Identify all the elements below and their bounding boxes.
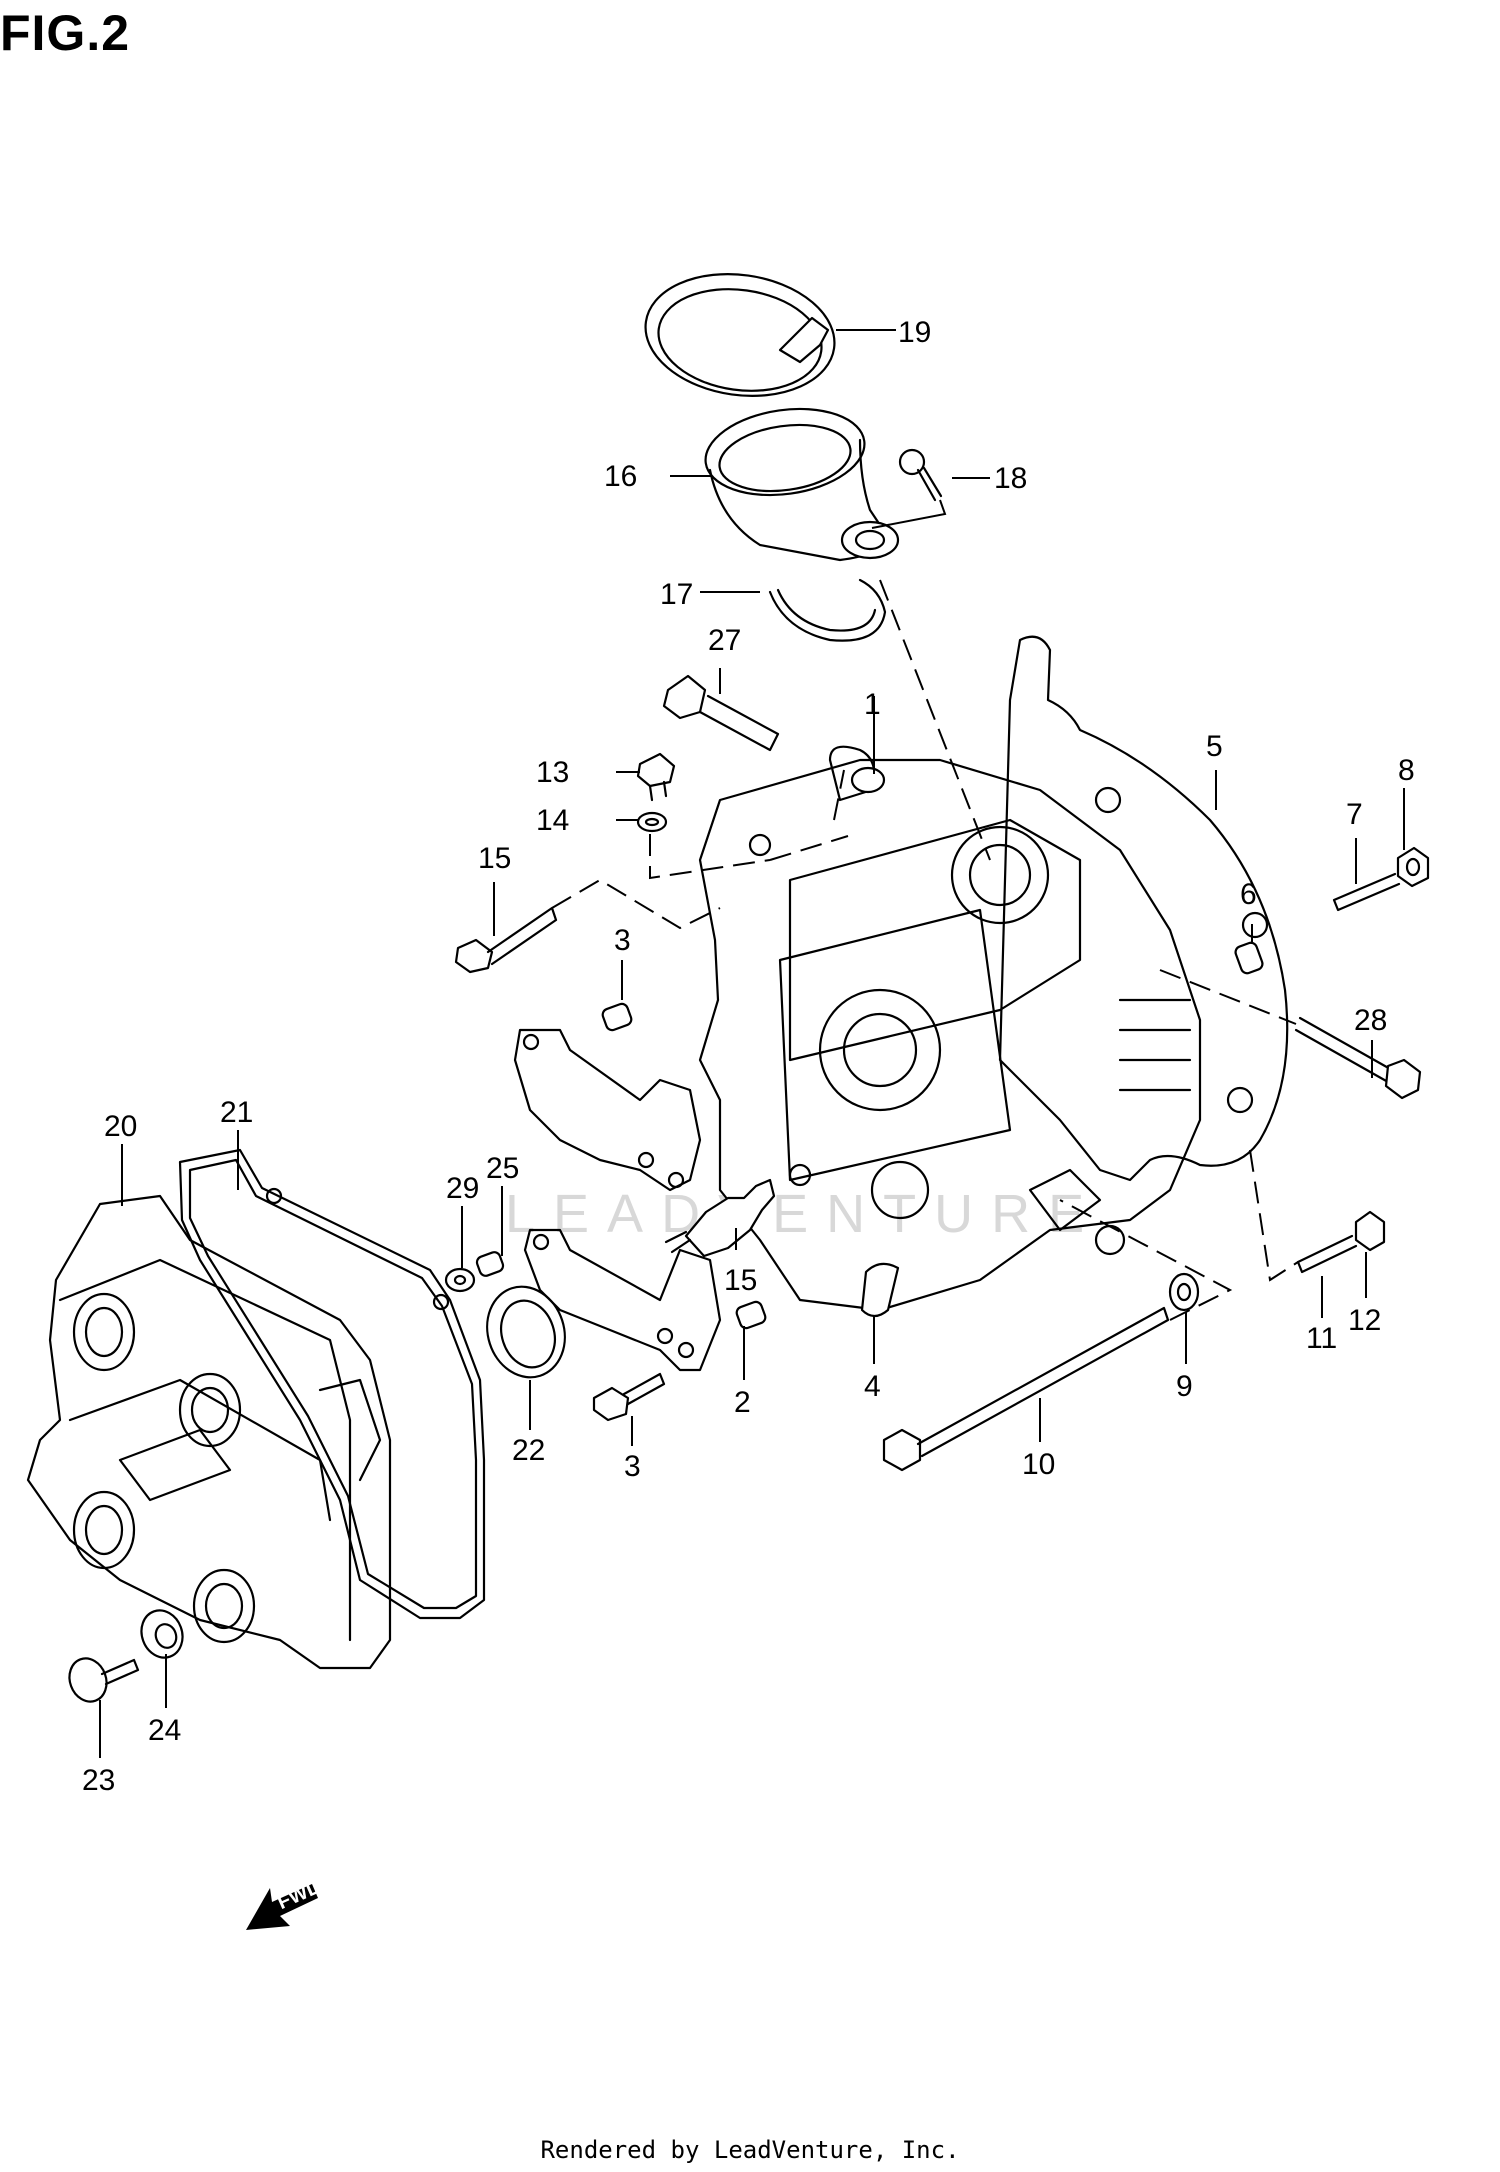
part-bolt-24[interactable]	[64, 1653, 140, 1707]
part-seal-washer-25[interactable]	[135, 1605, 189, 1664]
part-washer-9[interactable]	[1168, 1272, 1200, 1312]
callout-5: 5	[1206, 730, 1223, 763]
part-dowel-3a[interactable]	[601, 1002, 633, 1032]
callout-28: 28	[1354, 1004, 1387, 1037]
callout-27: 27	[708, 624, 741, 657]
callout-9: 9	[1176, 1370, 1193, 1403]
fwd-label: FWD	[274, 1875, 325, 1914]
part-bolt-15[interactable]	[454, 906, 558, 974]
part-plug-seal[interactable]	[476, 1277, 577, 1388]
callout-11: 11	[1306, 1322, 1337, 1355]
callout-10: 10	[1022, 1448, 1055, 1481]
part-dowel-4[interactable]	[860, 1262, 900, 1318]
part-washer-29[interactable]	[444, 1267, 476, 1293]
callout-3a: 3	[614, 924, 631, 957]
callout-2: 2	[734, 1386, 751, 1419]
callout-4: 4	[864, 1370, 881, 1403]
callout-3b: 3	[624, 1450, 641, 1483]
callout-15: 15	[478, 842, 511, 875]
callout-22: 21	[220, 1096, 253, 1129]
figure-title: FIG.2	[0, 5, 131, 61]
part-bolt-3b[interactable]	[592, 1372, 666, 1422]
assembly-lines	[551, 579, 1299, 1321]
watermark-text: LEADVENTURE	[505, 1184, 1102, 1244]
leader-lines	[99, 329, 1405, 1758]
callout-1: 1	[864, 688, 881, 721]
callout-26: 25	[486, 1152, 519, 1185]
part-cover-gasket[interactable]	[178, 1148, 486, 1620]
callout-17: 16	[604, 460, 637, 493]
callout-18: 17	[660, 578, 693, 611]
callout-13: 13	[536, 756, 569, 789]
part-head-gasket[interactable]	[998, 635, 1289, 1182]
forward-direction-arrow-icon: FWD	[246, 1875, 325, 1930]
callout-25: 24	[148, 1714, 181, 1747]
callout-14: 14	[536, 804, 569, 837]
part-bolt-27[interactable]	[662, 674, 780, 752]
callout-21: 20	[104, 1110, 137, 1143]
part-intake-pipe[interactable]	[700, 399, 900, 562]
callout-19: 18	[994, 462, 1027, 495]
callout-20: 19	[898, 316, 931, 349]
part-hose-clamp[interactable]	[638, 262, 843, 407]
part-spark-plug[interactable]	[664, 1178, 776, 1258]
callout-12: 12	[1348, 1304, 1381, 1337]
part-stud-11[interactable]	[1296, 1234, 1358, 1274]
callout-labels: 19 16 18 17 27 13 14 15 1 5 8 7 6 28 3 9…	[82, 316, 1415, 1797]
part-screw[interactable]	[898, 448, 943, 502]
part-nut-8[interactable]	[1396, 846, 1430, 888]
part-stud-7[interactable]	[1332, 872, 1401, 912]
part-bolt-13[interactable]	[636, 752, 676, 802]
part-cam-holder-upper[interactable]	[513, 1028, 702, 1192]
callout-6: 6	[1240, 878, 1257, 911]
part-cylinder-head[interactable]	[698, 745, 1202, 1312]
part-dowel-26[interactable]	[475, 1250, 505, 1277]
part-dowel-2[interactable]	[735, 1300, 767, 1330]
callout-16: 15	[724, 1264, 757, 1297]
callout-8: 8	[1398, 754, 1415, 787]
part-head-cover[interactable]	[26, 1194, 392, 1670]
callout-7: 7	[1346, 798, 1363, 831]
part-nut-12[interactable]	[1354, 1210, 1386, 1252]
part-long-bolt-10[interactable]	[882, 1306, 1170, 1472]
part-bolt-28[interactable]	[1294, 1016, 1422, 1100]
callout-24: 23	[82, 1764, 115, 1797]
part-dowel-6[interactable]	[1234, 941, 1264, 975]
callout-29: 29	[446, 1172, 479, 1205]
callout-23: 22	[512, 1434, 545, 1467]
part-washer-14[interactable]	[636, 811, 668, 833]
part-o-ring[interactable]	[768, 578, 887, 642]
footer-credit: Rendered by LeadVenture, Inc.	[540, 2136, 960, 2164]
